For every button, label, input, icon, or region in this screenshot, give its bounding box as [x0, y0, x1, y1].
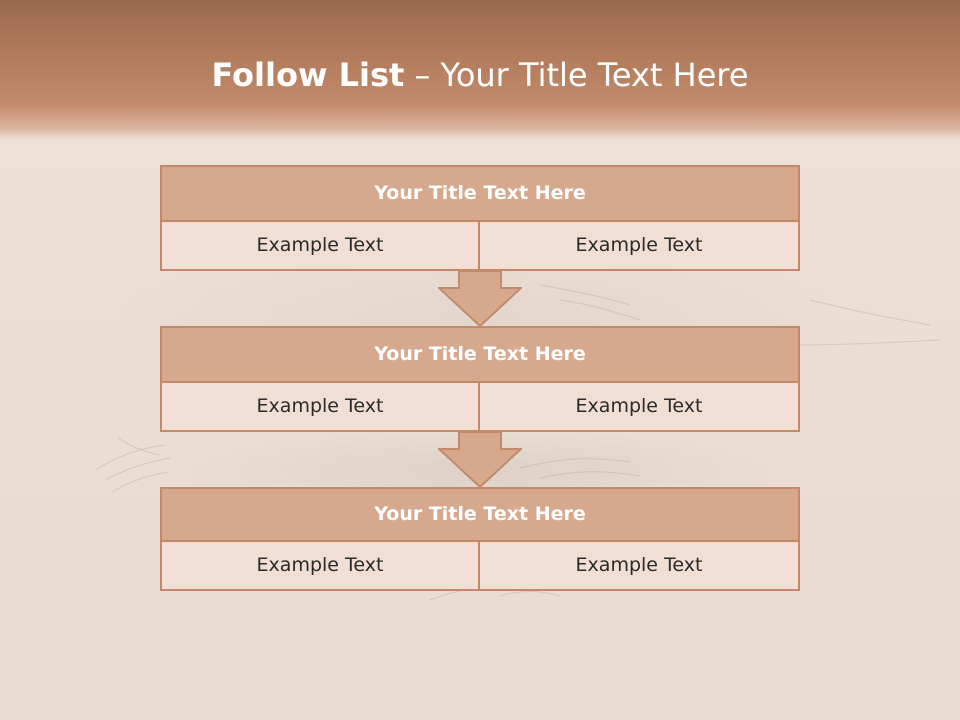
block-cell-left: Example Text — [160, 383, 480, 432]
down-arrow-icon — [438, 271, 522, 327]
block-cell-right: Example Text — [480, 542, 800, 591]
down-arrow-icon — [438, 432, 522, 488]
slide-title: Follow List– Your Title Text Here — [0, 52, 960, 98]
title-light-part: – Your Title Text Here — [414, 56, 749, 94]
block-title: Your Title Text Here — [160, 165, 800, 222]
header-band — [0, 0, 960, 140]
block-cell-left: Example Text — [160, 222, 480, 271]
block-cell-left: Example Text — [160, 542, 480, 591]
block-cell-right: Example Text — [480, 383, 800, 432]
title-bold-part: Follow List — [211, 56, 405, 94]
block-title: Your Title Text Here — [160, 326, 800, 383]
block-title: Your Title Text Here — [160, 487, 800, 542]
block-cell-right: Example Text — [480, 222, 800, 271]
